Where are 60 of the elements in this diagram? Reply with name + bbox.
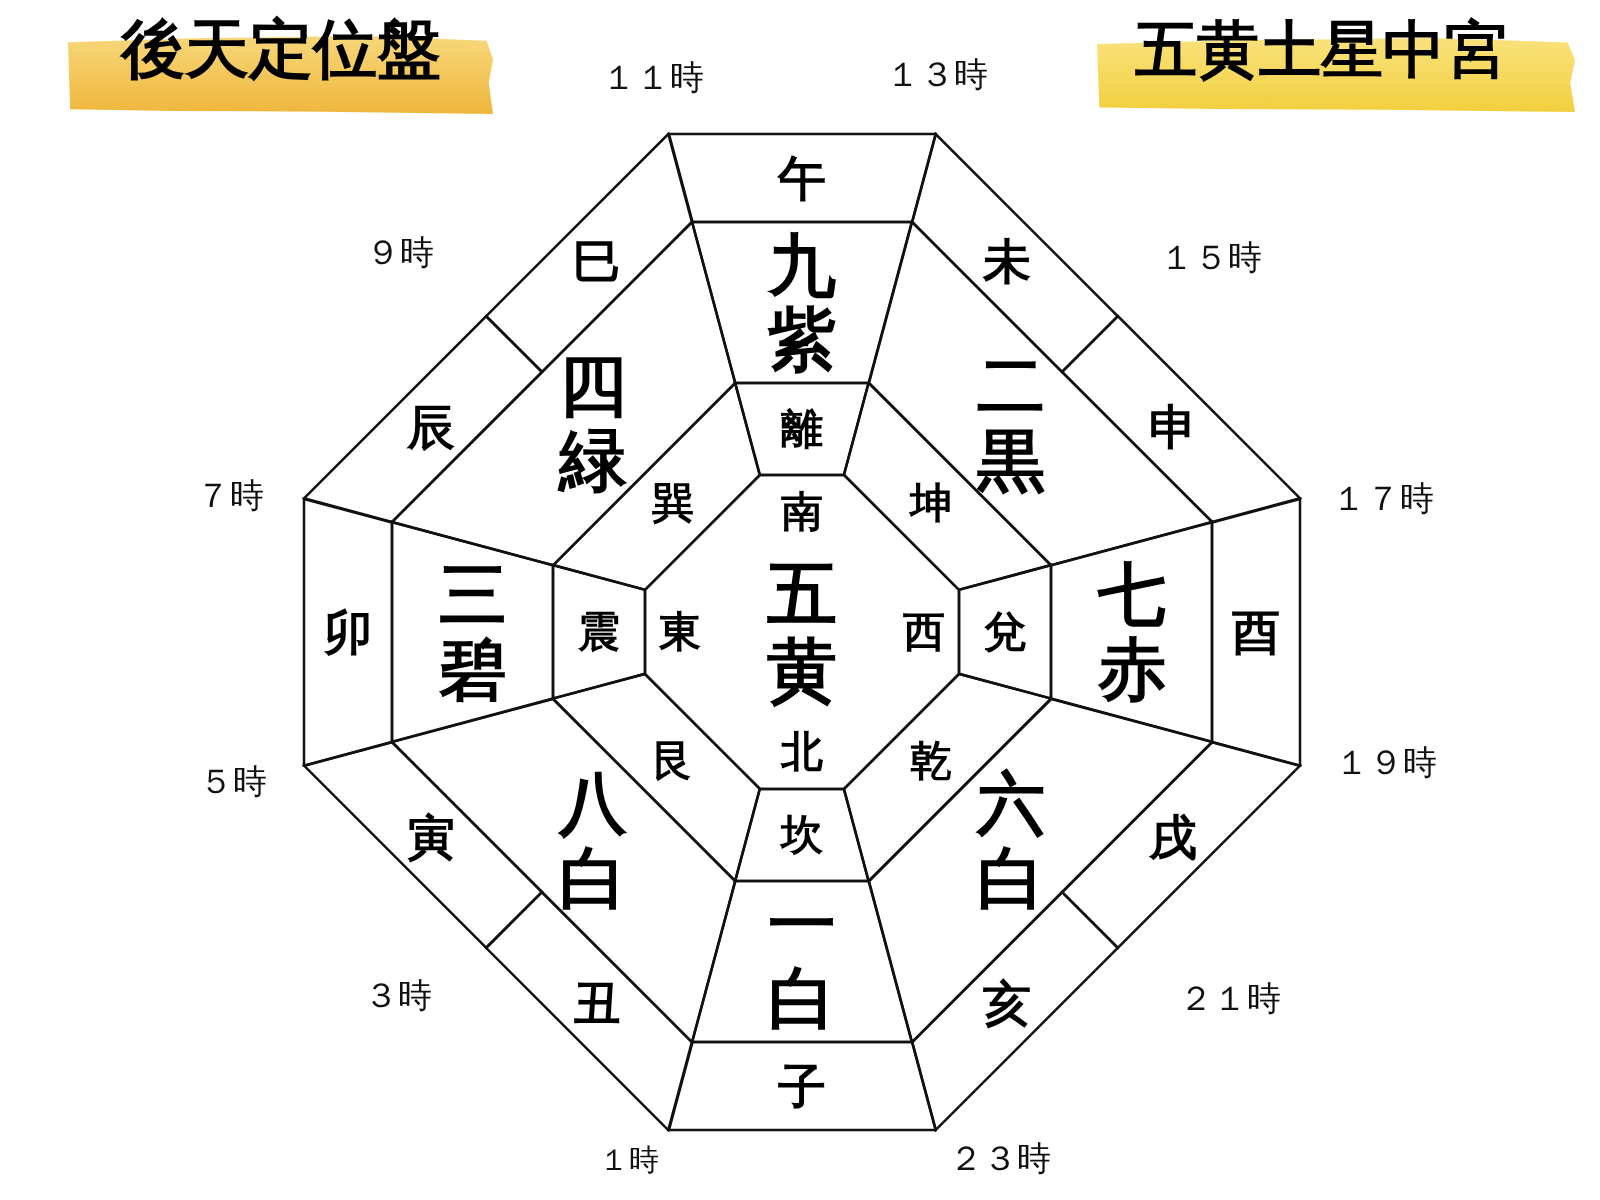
hour-label: １時	[599, 1145, 659, 1175]
trigram-label: 艮	[652, 739, 695, 782]
hour-label: ７時	[196, 478, 264, 512]
trigram-label: 離	[781, 408, 823, 450]
middle-ring-segment	[390, 220, 738, 568]
middle-ring-segment	[390, 520, 555, 744]
trigram-label: 乾	[909, 739, 952, 782]
hour-label: ２１時	[1179, 981, 1281, 1015]
direction-label: 東	[659, 611, 701, 653]
middle-ring-segment	[1049, 520, 1214, 744]
star-label: 一白	[768, 886, 836, 1037]
branch-label: 辰	[407, 403, 456, 452]
hour-label: １７時	[1332, 481, 1434, 515]
trigram-label: 震	[578, 611, 620, 653]
star-label: 七赤	[1097, 557, 1166, 707]
branch-label: 午	[778, 154, 826, 202]
hour-label: ５時	[199, 764, 267, 798]
hour-label: １１時	[602, 60, 704, 94]
inner-ring-segment	[551, 563, 647, 701]
branch-label: 申	[1148, 403, 1197, 452]
branch-label: 未	[982, 237, 1031, 286]
star-label: 三碧	[438, 557, 507, 707]
direction-label: 西	[903, 611, 945, 653]
hour-label: ９時	[366, 235, 434, 269]
star-label: 九紫	[768, 227, 836, 378]
hour-label: １３時	[886, 57, 988, 91]
branch-label: 卯	[324, 608, 372, 656]
outer-ring-segment	[666, 1040, 938, 1132]
branch-label: 子	[778, 1062, 826, 1110]
hour-label: ３時	[364, 978, 432, 1012]
branch-label: 巳	[573, 237, 622, 286]
hour-label: １５時	[1160, 240, 1262, 274]
hour-label: ２３時	[949, 1141, 1051, 1175]
center-octagon	[643, 473, 961, 791]
star-label: 二黒	[976, 348, 1045, 498]
trigram-label: 坎	[781, 814, 823, 856]
inner-ring-segment	[733, 787, 871, 883]
inner-ring-segment	[957, 563, 1053, 701]
hour-label: １９時	[1335, 745, 1437, 779]
star-label: 六白	[976, 766, 1045, 916]
trigram-label: 兌	[984, 611, 1026, 653]
star-label: 八白	[559, 766, 628, 916]
branch-label: 寅	[407, 812, 456, 861]
branch-label: 亥	[982, 978, 1031, 1027]
trigram-label: 巽	[652, 482, 695, 525]
star-label: 四緑	[559, 348, 628, 498]
branch-label: 酉	[1232, 608, 1280, 656]
branch-label: 戌	[1148, 812, 1197, 861]
outer-ring-segment	[666, 132, 938, 224]
trigram-label: 坤	[909, 482, 952, 525]
outer-ring-segment	[302, 496, 394, 768]
middle-ring-segment	[690, 220, 914, 385]
direction-label: 南	[781, 491, 823, 533]
direction-label: 北	[781, 731, 823, 773]
outer-ring-segment	[1210, 496, 1302, 768]
outer-ring-segment	[302, 314, 545, 525]
middle-ring-segment	[690, 879, 914, 1044]
outer-ring-segment	[302, 739, 545, 950]
star-label: 五黄	[767, 555, 837, 709]
branch-label: 丑	[573, 978, 622, 1027]
